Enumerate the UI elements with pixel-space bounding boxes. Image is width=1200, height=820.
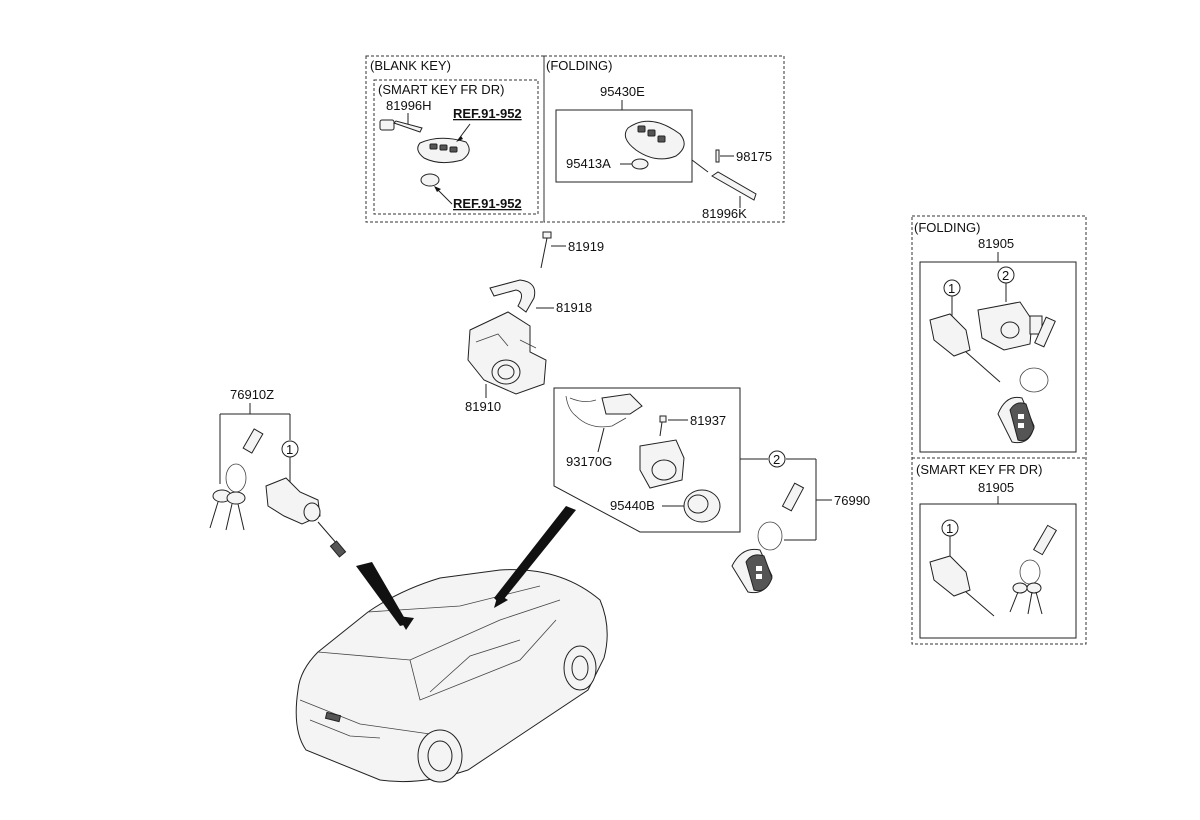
blank-key-label: (BLANK KEY) [370,58,451,73]
ignition-switch-group: 93170G 81937 95440B [553,387,741,533]
part-93170G-label: 93170G [566,454,612,469]
part-81919-label: 81919 [568,239,604,254]
svg-text:2: 2 [773,452,780,467]
screw-icon [540,231,552,269]
battery-icon [420,173,440,187]
part-81996H-label: 81996H [386,98,432,113]
key-ring-icon [209,428,264,531]
pointer-arrow-left [356,562,408,626]
blank-key-icon [379,119,423,133]
wire-harness-icon [565,393,643,428]
smart-cylinder-icon [929,555,995,617]
key-set-76910Z: 76910Z 1 [209,387,347,558]
smart-key-81905-group: (SMART KEY FR DR) 81905 1 [912,457,1086,639]
clamp-icon [489,279,536,313]
ignition-lock-assembly: 81919 81918 81910 [465,231,604,414]
folding-key-group-top: (FOLDING) 95430E 95413A 98175 81996K [543,55,785,223]
part-81905-b-label: 81905 [978,480,1014,495]
part-98175-label: 98175 [736,149,772,164]
part-81996K-label: 81996K [702,206,747,221]
folding-remote-right-icon [997,396,1035,444]
part-81905-a-label: 81905 [978,236,1014,251]
folding-remote-icon [731,548,773,594]
svg-text:1: 1 [286,442,293,457]
blank-key-group: (BLANK KEY) (SMART KEY FR DR) 81996H REF… [365,55,545,223]
svg-text:2: 2 [1002,268,1009,283]
folding-top-label: (FOLDING) [546,58,612,73]
part-81910-label: 81910 [465,399,501,414]
folding-81905-group: (FOLDING) 81905 1 2 [911,215,1087,645]
pointer-arrow-right [494,506,576,604]
folding-key-fob-icon [624,120,685,160]
part-95413A-label: 95413A [566,156,611,171]
part-81918-label: 81918 [556,300,592,315]
ignition-switch-icon [639,439,685,489]
part-95440B-label: 95440B [610,498,655,513]
part-76990-label: 76990 [834,493,870,508]
screw-81937-icon [659,415,667,423]
ref-91-952-bottom[interactable]: REF.91-952 [453,196,522,211]
smart-keys-icon [1009,582,1043,615]
svg-text:1: 1 [948,281,955,296]
folding-blade-icon [711,171,757,201]
smart-key-fr-dr-right-label: (SMART KEY FR DR) [916,462,1042,477]
smart-key-fob-icon [417,137,470,164]
folding-right-label: (FOLDING) [914,220,980,235]
lock-housing-icon [467,311,547,395]
smart-key-fr-dr-top-label: (SMART KEY FR DR) [378,82,504,97]
coin-battery-icon [631,158,649,170]
folding-key-76990: 2 76990 [731,450,870,594]
part-76910Z-label: 76910Z [230,387,274,402]
pin-icon [715,149,720,163]
car-illustration [295,569,608,783]
folding-lock-housing-icon [977,301,1043,351]
part-81937-label: 81937 [690,413,726,428]
ref-91-952-top[interactable]: REF.91-952 [453,106,522,121]
folding-cylinder-icon [929,313,1001,383]
svg-text:1: 1 [946,521,953,536]
door-lock-cylinder-icon [265,477,347,558]
part-95430E-label: 95430E [600,84,645,99]
callout-2-mid [768,450,786,468]
